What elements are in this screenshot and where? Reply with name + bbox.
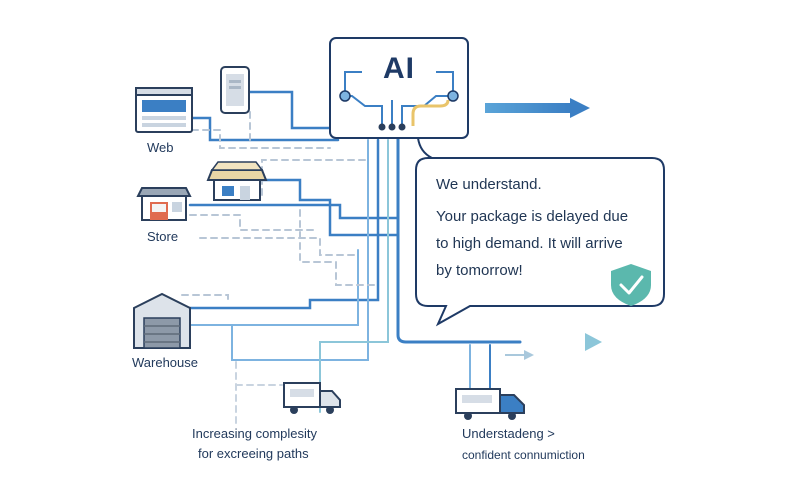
bubble-line-4: by tomorrow!	[436, 262, 523, 279]
warehouse-label: Warehouse	[132, 355, 198, 370]
browser-window-icon	[135, 87, 193, 133]
bubble-line-3: to high demand. It will arrive	[436, 235, 623, 252]
shield-check-icon	[611, 264, 651, 306]
caption-left-line-1: Increasing complesity	[192, 426, 317, 441]
connection-lines	[180, 90, 522, 426]
caption-left-line-2: for excreeing paths	[198, 446, 309, 461]
bubble-line-1: We understand.	[436, 176, 542, 193]
warehouse-icon	[133, 292, 191, 349]
caption-right-line-2: confident connumiction	[462, 448, 585, 462]
delivery-truck-icon-right	[455, 388, 525, 420]
bubble-line-2: Your package is delayed due	[436, 208, 629, 225]
smartphone-icon	[220, 66, 250, 114]
storefront-icon	[136, 187, 192, 221]
web-label: Web	[147, 140, 174, 155]
speech-bubble	[415, 137, 665, 327]
caption-right-line-1: Understadeng >	[462, 426, 555, 441]
shop-awning-icon	[206, 161, 268, 201]
output-arrow-top	[485, 98, 590, 118]
ai-box	[329, 37, 469, 139]
output-arrow-bottom	[520, 333, 602, 351]
small-arrow	[505, 350, 534, 360]
ai-title: AI	[383, 52, 415, 85]
store-label: Store	[147, 229, 179, 244]
delivery-truck-icon	[283, 382, 341, 414]
